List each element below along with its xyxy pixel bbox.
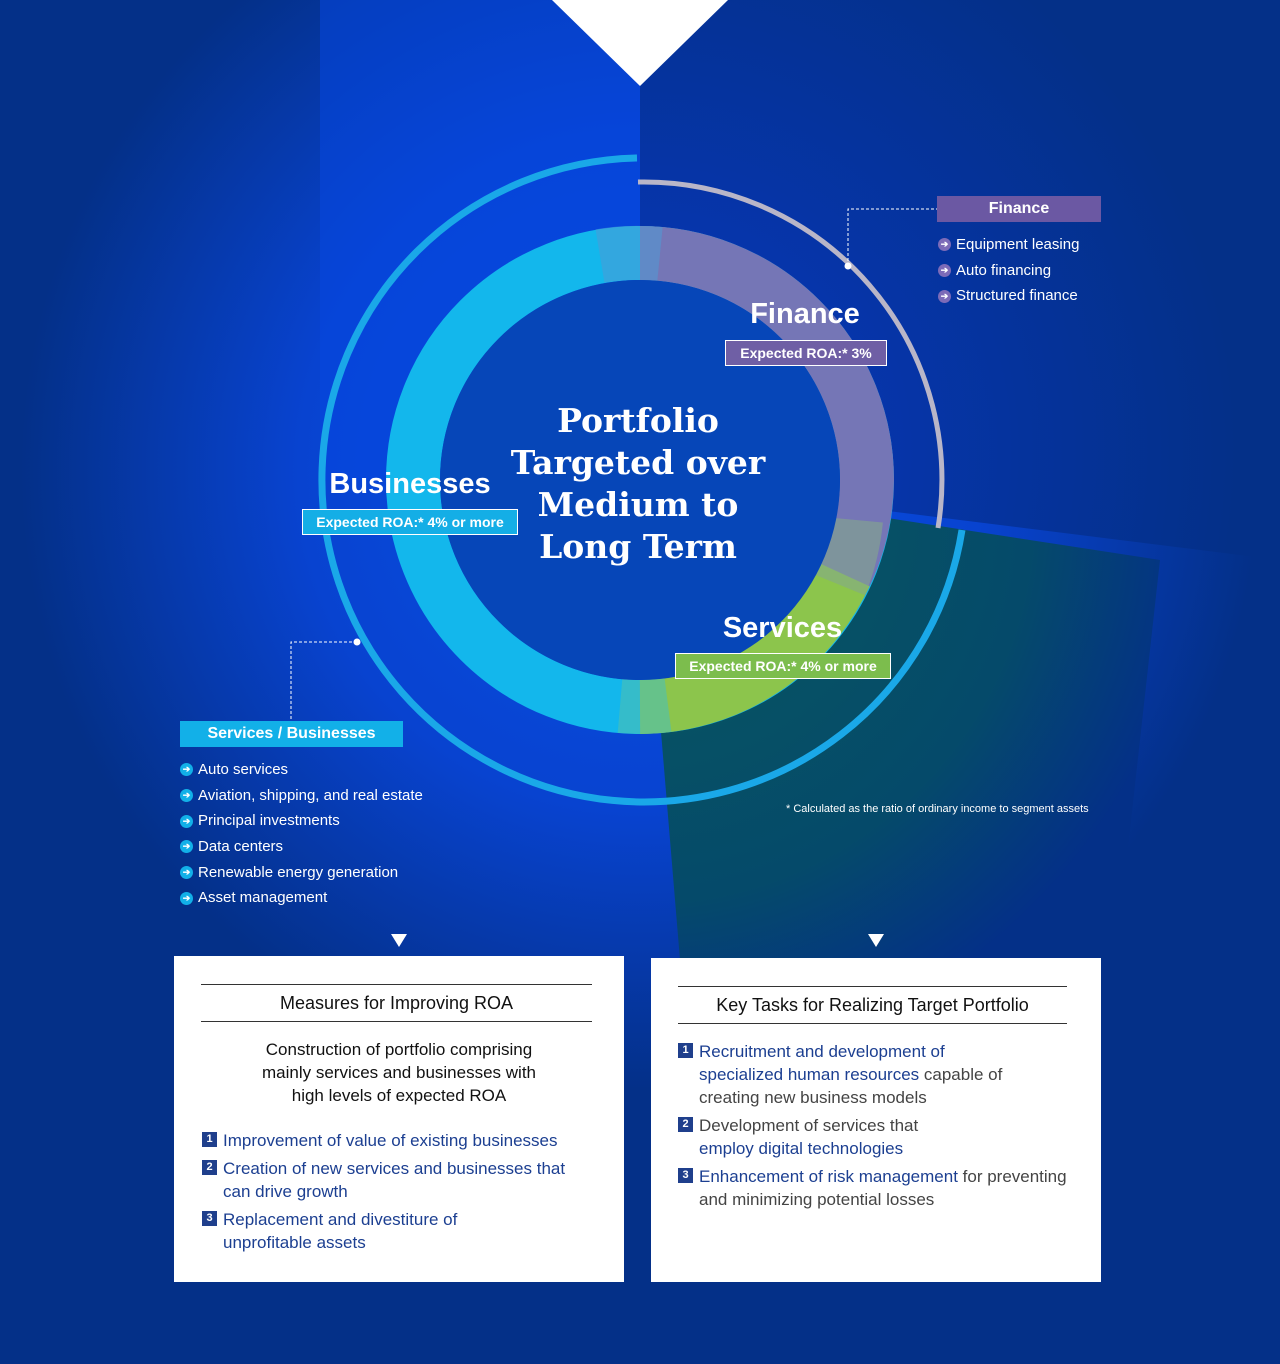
number-badge: 1 (678, 1043, 693, 1058)
finance-category-heading: Finance (937, 196, 1101, 222)
center-title: Portfolio Targeted over Medium to Long T… (510, 401, 766, 566)
finance-ring-segment (639, 226, 895, 598)
center-circle (440, 280, 840, 680)
services-segment-label: Services (722, 612, 843, 644)
measure-item: 3 Replacement and divestiture of unprofi… (202, 1208, 512, 1254)
key-tasks-card-title: Key Tasks for Realizing Target Portfolio (678, 986, 1067, 1024)
arrow-right-icon: ➔ (180, 866, 193, 880)
arrow-right-icon: ➔ (180, 891, 193, 905)
number-badge: 3 (678, 1168, 693, 1183)
measure-item: 1 Improvement of value of existing busin… (202, 1129, 602, 1152)
roa-footnote: * Calculated as the ratio of ordinary in… (786, 803, 1089, 815)
outer-ring-finance (637, 179, 945, 529)
down-arrow-icon (868, 934, 884, 947)
outer-ring-businesses-services (318, 154, 966, 806)
services-roa-badge: Expected ROA:* 4% or more (675, 653, 891, 679)
arrow-right-icon: ➔ (938, 238, 951, 252)
finance-category-list: ➔Equipment leasing ➔Auto financing ➔Stru… (938, 232, 1079, 309)
arrow-right-icon: ➔ (938, 264, 951, 278)
list-item: ➔Auto financing (938, 258, 1079, 284)
finance-leader-line (847, 208, 937, 266)
number-badge: 1 (202, 1132, 217, 1147)
finance-roa-badge: Expected ROA:* 3% (725, 340, 887, 366)
services-businesses-category-heading: Services / Businesses (180, 721, 403, 747)
measure-item: 2 Creation of new services and businesse… (202, 1157, 572, 1203)
services-businesses-leader-line (290, 641, 357, 720)
top-pointer (552, 0, 728, 86)
list-item: ➔Renewable energy generation (180, 860, 423, 886)
list-item: ➔Data centers (180, 834, 423, 860)
finance-segment-label: Finance (750, 298, 860, 330)
list-item: ➔Asset management (180, 885, 423, 911)
arrow-right-icon: ➔ (180, 814, 193, 828)
task-item: 2 Development of services that employ di… (678, 1114, 968, 1160)
businesses-segment-label: Businesses (329, 468, 491, 500)
task-item: 1 Recruitment and development of special… (678, 1040, 1028, 1109)
services-businesses-category-list: ➔Auto services ➔Aviation, shipping, and … (180, 757, 423, 911)
number-badge: 2 (678, 1117, 693, 1132)
measures-card-title: Measures for Improving ROA (201, 984, 592, 1022)
task-item: 3 Enhancement of risk management for pre… (678, 1165, 1068, 1211)
list-item: ➔Structured finance (938, 283, 1079, 309)
list-item: ➔Principal investments (180, 808, 423, 834)
arrow-right-icon: ➔ (180, 789, 193, 803)
number-badge: 3 (202, 1211, 217, 1226)
number-badge: 2 (202, 1160, 217, 1175)
businesses-roa-badge: Expected ROA:* 4% or more (302, 509, 518, 535)
measures-card: Measures for Improving ROA Construction … (174, 956, 624, 1282)
arrow-right-icon: ➔ (180, 763, 193, 777)
list-item: ➔Equipment leasing (938, 232, 1079, 258)
list-item: ➔Aviation, shipping, and real estate (180, 783, 423, 809)
measures-card-subtitle: Construction of portfolio comprising mai… (261, 1040, 536, 1105)
key-tasks-card: Key Tasks for Realizing Target Portfolio… (651, 958, 1101, 1282)
arrow-right-icon: ➔ (180, 840, 193, 854)
list-item: ➔Auto services (180, 757, 423, 783)
down-arrow-icon (391, 934, 407, 947)
arrow-right-icon: ➔ (938, 289, 951, 303)
